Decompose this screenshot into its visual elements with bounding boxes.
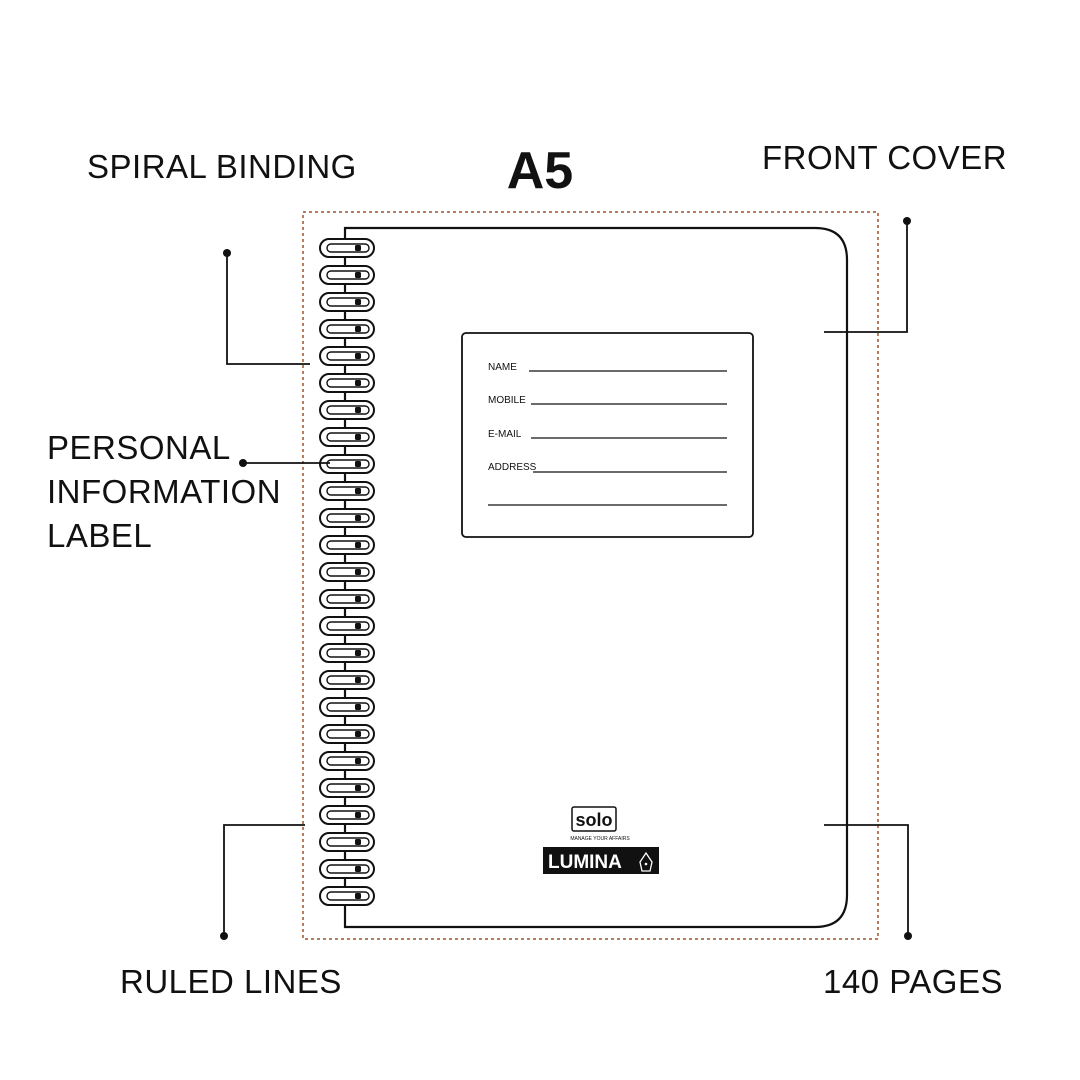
spiral-coil [319, 400, 375, 420]
spiral-coil [319, 454, 375, 474]
callout-line-1: PERSONAL [47, 429, 231, 466]
lumina-badge [543, 847, 659, 874]
spiral-coil [319, 697, 375, 717]
lumina-wordmark: LUMINA [548, 852, 622, 873]
spiral-coil [319, 292, 375, 312]
spiral-coil [319, 427, 375, 447]
field-address-label: ADDRESS [488, 462, 537, 473]
field-mobile-label: MOBILE [488, 395, 526, 406]
spiral-coil [319, 373, 375, 393]
leader-line-ruled-lines [223, 824, 305, 936]
spiral-coil [319, 805, 375, 825]
solo-logo: solo [575, 810, 612, 830]
spiral-coil [319, 778, 375, 798]
spiral-coil [319, 535, 375, 555]
spiral-coil [319, 751, 375, 771]
solo-tagline: MANAGE YOUR AFFAIRS [570, 836, 630, 842]
spiral-coil [319, 670, 375, 690]
label-box [461, 332, 754, 538]
callout-line-2: INFORMATION [47, 473, 282, 510]
spiral-coil [319, 589, 375, 609]
a5-dashed-border [302, 211, 879, 940]
callout-ruled-lines: RULED LINES [120, 963, 342, 1000]
spiral-coil [319, 832, 375, 852]
spiral-coil [319, 616, 375, 636]
field-email-label: E-MAIL [488, 429, 522, 440]
field-name-label: NAME [488, 362, 517, 373]
spiral-coil [319, 319, 375, 339]
callout-line-3: LABEL [47, 517, 153, 554]
callout-personal-information-label: PERSONAL INFORMATION LABEL [47, 426, 281, 558]
personal-information-label: NAME MOBILE E-MAIL ADDRESS [461, 332, 754, 538]
spiral-coil [319, 643, 375, 663]
callout-front-cover: FRONT COVER [762, 139, 1008, 176]
spiral-coil [319, 481, 375, 501]
spiral-coils [319, 238, 375, 906]
spiral-coil [319, 508, 375, 528]
solo-logo-frame [571, 806, 617, 832]
leader-line-pages [824, 824, 909, 936]
spiral-coil [319, 886, 375, 906]
spiral-coil [319, 859, 375, 879]
spiral-coil [319, 562, 375, 582]
spiral-coil [319, 724, 375, 744]
leader-line-spiral [226, 253, 310, 365]
spiral-coil [319, 265, 375, 285]
callout-spiral-binding: SPIRAL BINDING [87, 148, 357, 185]
leader-line-front-cover [824, 221, 908, 333]
size-title: A5 [506, 142, 574, 200]
brand-logos: solo MANAGE YOUR AFFAIRS LUMINA [543, 806, 659, 874]
callout-140-pages: 140 PAGES [823, 963, 1003, 1000]
spiral-coil [319, 346, 375, 366]
spiral-coil [319, 238, 375, 258]
pen-nib-icon [639, 851, 653, 872]
callout-leaders [220, 217, 912, 940]
